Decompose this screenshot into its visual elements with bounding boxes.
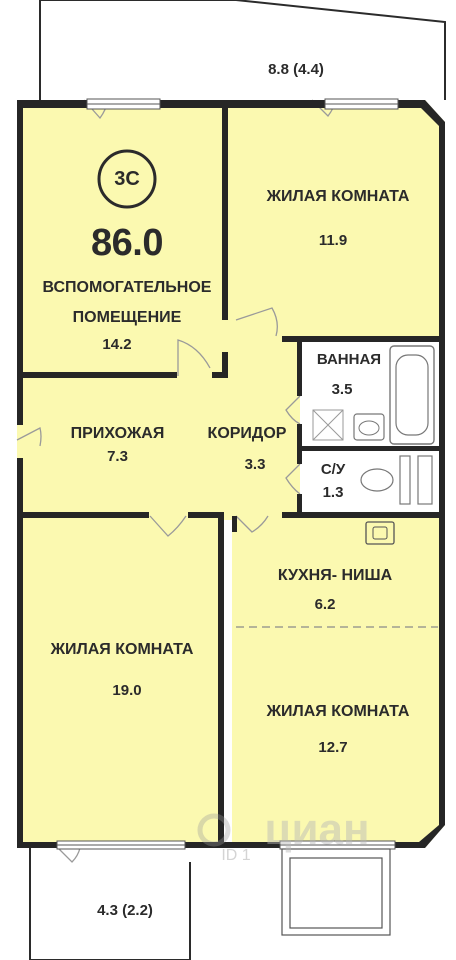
- balcony-top-area: 8.8 (4.4): [268, 61, 324, 78]
- bathtub-icon: [389, 345, 435, 445]
- door-swing-entrance: [16, 427, 42, 447]
- wall-center-mid: [222, 352, 228, 376]
- walls: [17, 100, 445, 848]
- kitchen-sink-icon: [365, 521, 395, 545]
- living-right-name: ЖИЛАЯ КОМНАТА: [266, 703, 410, 720]
- balcony-top-outline: [39, 0, 446, 100]
- balcony-bottom-outline: [29, 848, 191, 960]
- french-balcony: [281, 848, 391, 936]
- tag-circle: [97, 149, 157, 209]
- wall-hallway-living-b: [188, 512, 224, 518]
- kitchen-sink-bowl-icon: [372, 526, 388, 540]
- fill-corridor: [222, 340, 300, 520]
- watermark-logo-icon: [197, 813, 231, 847]
- french-balcony-inner: [289, 857, 383, 929]
- window-panes: [57, 103, 398, 846]
- wall-top-b: [160, 100, 325, 108]
- wall-wc-kitchen: [282, 512, 445, 518]
- bath-sink-bowl-icon: [358, 420, 380, 436]
- wall-bath-top: [282, 336, 445, 342]
- door-swing-wc: [285, 463, 301, 495]
- wall-bath-left-a: [297, 340, 302, 396]
- tag-circle-shape: [97, 149, 157, 209]
- door-swing-hallway: [149, 515, 187, 537]
- watermark: [197, 813, 231, 847]
- wall-center-bottom: [218, 516, 224, 848]
- total-area: 86.0: [91, 222, 163, 264]
- wall-bath-left-b: [297, 424, 302, 464]
- wall-bottom-c: [395, 842, 425, 848]
- wall-utility-hallway-a: [17, 372, 177, 378]
- fill-living-left: [17, 516, 222, 848]
- wc-tank-icon: [399, 455, 411, 505]
- fill-right-lower: [232, 516, 445, 848]
- living-top-area: 11.9: [318, 232, 348, 249]
- door-swing-bathroom: [285, 395, 301, 425]
- bathroom-name: ВАННАЯ: [316, 351, 382, 368]
- living-left-area: 19.0: [112, 682, 142, 699]
- wc-area: 1.3: [322, 484, 344, 501]
- wall-bottom-a: [17, 842, 57, 848]
- fill-living-top: [222, 100, 445, 340]
- bathroom-cabinet-cross: [312, 409, 344, 441]
- watermark-brand: циан: [264, 805, 370, 854]
- bathroom-cabinet: [312, 409, 344, 441]
- hallway-name: ПРИХОЖАЯ: [70, 425, 165, 442]
- wc-shelf-icon: [417, 455, 433, 505]
- utility-name-line2: ПОМЕЩЕНИЕ: [72, 309, 182, 326]
- balcony-bottom-area: 4.3 (2.2): [97, 902, 153, 919]
- kitchen-area: 6.2: [314, 596, 336, 613]
- living-right-area: 12.7: [318, 739, 348, 756]
- wall-bath-wc: [300, 446, 445, 451]
- wall-left-top: [17, 100, 23, 425]
- wall-top-a: [17, 100, 87, 108]
- toilet-icon: [360, 468, 394, 492]
- wall-left-bottom: [17, 458, 23, 848]
- wall-top-right-corner: [421, 100, 445, 126]
- utility-name-line1: ВСПОМОГАТЕЛЬНОЕ: [42, 279, 212, 296]
- corridor-area: 3.3: [244, 456, 266, 473]
- door-swing-utility: [177, 339, 211, 376]
- french-balcony-outer: [281, 848, 391, 936]
- wall-center-top: [222, 100, 228, 320]
- wall-right: [439, 122, 445, 825]
- wall-bath-left-c: [297, 494, 302, 516]
- living-left-name: ЖИЛАЯ КОМНАТА: [50, 641, 194, 658]
- door-swing-living-left: [235, 515, 269, 533]
- door-swing-living-top: [235, 307, 278, 337]
- bathroom-area: 3.5: [331, 381, 353, 398]
- room-fills: [17, 100, 445, 848]
- wc-name: С/У: [320, 461, 346, 478]
- wall-kitchen-left: [232, 516, 237, 532]
- watermark-id: ID 1: [221, 847, 251, 864]
- living-top-name: ЖИЛАЯ КОМНАТА: [266, 188, 410, 205]
- bath-sink-icon: [353, 413, 385, 441]
- wall-hallway-living-a: [17, 512, 149, 518]
- kitchen-name: КУХНЯ- НИША: [277, 567, 393, 584]
- wall-bottom-b: [185, 842, 280, 848]
- fill-utility: [17, 100, 222, 376]
- wc-floor: [300, 450, 445, 516]
- fill-hallway: [17, 376, 222, 516]
- bathtub-inner-icon: [395, 354, 429, 436]
- wall-bottom-right-corner: [419, 825, 445, 848]
- wall-utility-hallway-b: [212, 372, 228, 378]
- plan-tag: 3С: [114, 168, 140, 190]
- bathroom-floor: [300, 340, 445, 450]
- door-swing-balcony-bottom: [57, 847, 81, 863]
- hallway-area: 7.3: [107, 448, 128, 465]
- wall-top-c: [398, 100, 425, 108]
- utility-area: 14.2: [102, 336, 132, 353]
- corridor-name: КОРИДОР: [207, 425, 287, 442]
